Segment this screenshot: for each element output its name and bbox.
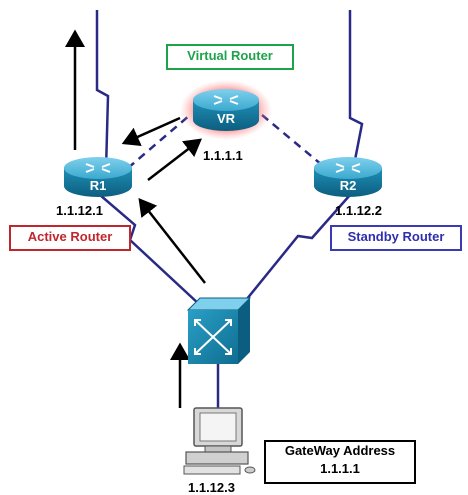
link-r2-switch	[241, 194, 351, 306]
link-r1-vr	[127, 114, 191, 169]
gateway-address-box: GateWay Address 1.1.1.1	[264, 440, 416, 484]
r1-label: R1	[90, 178, 107, 193]
vr-router: VR	[180, 80, 272, 140]
switch-icon	[186, 297, 252, 364]
router-icon	[213, 95, 239, 105]
vr-ip: 1.1.1.1	[203, 148, 243, 163]
r1-ip: 1.1.12.1	[56, 203, 103, 218]
host-ip: 1.1.12.3	[188, 480, 235, 495]
link-vr-r2	[261, 114, 323, 166]
link-r1-switch	[99, 194, 201, 306]
standby-router-label: Standby Router	[330, 225, 462, 251]
link-r1-uplink	[95, 10, 110, 171]
r2-label: R2	[340, 178, 357, 193]
router-icon	[335, 163, 361, 173]
vr-label: VR	[217, 111, 236, 126]
active-router-label: Active Router	[9, 225, 131, 251]
link-r2-uplink	[348, 10, 364, 166]
arrow-icon	[65, 29, 206, 408]
virtual-router-label: Virtual Router	[166, 44, 294, 70]
r2-ip: 1.1.12.2	[335, 203, 382, 218]
r2-router: R2	[314, 157, 382, 197]
gateway-title: GateWay Address	[284, 443, 396, 458]
r1-router: R1	[64, 157, 132, 197]
router-icon	[85, 163, 111, 173]
gateway-value: 1.1.1.1	[320, 461, 360, 476]
computer-icon	[183, 407, 256, 475]
